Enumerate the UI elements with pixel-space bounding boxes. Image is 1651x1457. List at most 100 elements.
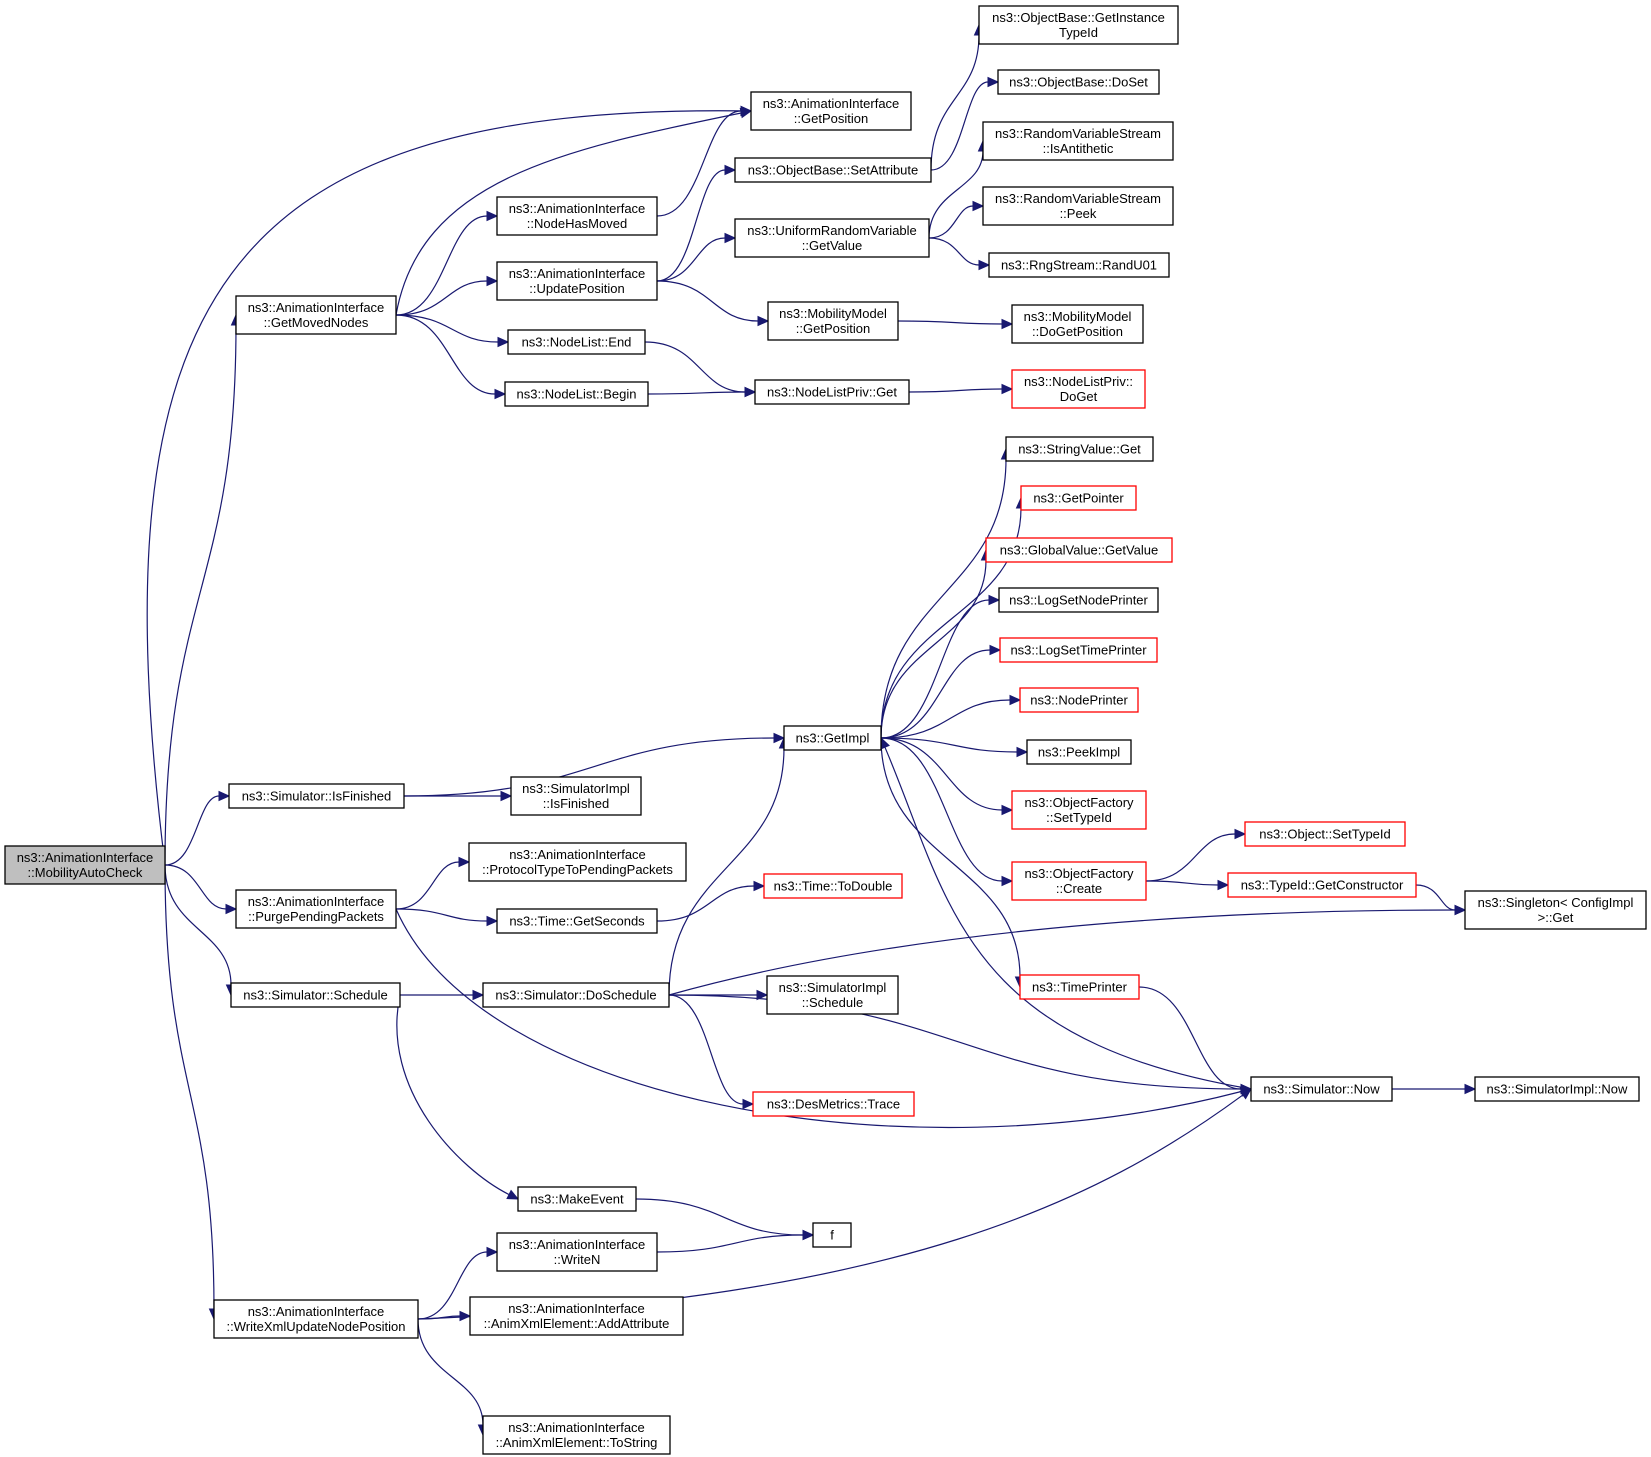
node-box[interactable]: [783, 725, 882, 751]
node-box[interactable]: [1026, 739, 1132, 765]
node-box[interactable]: [1019, 974, 1140, 1000]
node-doSet[interactable]: ns3::ObjectBase::DoSet: [997, 69, 1160, 95]
node-logSetNodePrinter[interactable]: ns3::LogSetNodePrinter: [998, 587, 1159, 613]
node-desMetricsTrace[interactable]: ns3::DesMetrics::Trace: [752, 1091, 915, 1117]
node-box[interactable]: [763, 873, 903, 899]
node-nodeHasMoved[interactable]: ns3::AnimationInterface::NodeHasMoved: [496, 196, 658, 236]
node-box[interactable]: [982, 121, 1174, 161]
node-factorySetTypeId[interactable]: ns3::ObjectFactory::SetTypeId: [1011, 790, 1147, 830]
node-writeN[interactable]: ns3::AnimationInterface::WriteN: [496, 1232, 658, 1272]
node-isFinished[interactable]: ns3::Simulator::IsFinished: [228, 783, 405, 809]
node-timePrinter[interactable]: ns3::TimePrinter: [1019, 974, 1140, 1000]
node-getImpl[interactable]: ns3::GetImpl: [783, 725, 882, 751]
node-implIsFinished[interactable]: ns3::SimulatorImpl::IsFinished: [510, 776, 642, 816]
node-implSchedule[interactable]: ns3::SimulatorImpl::Schedule: [766, 975, 899, 1015]
node-box[interactable]: [507, 329, 646, 355]
node-implNow[interactable]: ns3::SimulatorImpl::Now: [1474, 1076, 1640, 1102]
node-box[interactable]: [230, 982, 401, 1008]
node-box[interactable]: [988, 252, 1170, 278]
node-box[interactable]: [1227, 872, 1417, 898]
node-box[interactable]: [985, 537, 1173, 563]
node-box[interactable]: [504, 381, 649, 407]
node-box[interactable]: [1019, 687, 1139, 713]
node-box[interactable]: [510, 776, 642, 816]
node-peekImpl[interactable]: ns3::PeekImpl: [1026, 739, 1132, 765]
node-doGetPosition[interactable]: ns3::MobilityModel::DoGetPosition: [1011, 304, 1144, 344]
node-factoryCreate[interactable]: ns3::ObjectFactory::Create: [1011, 861, 1147, 901]
node-objectSetTypeId[interactable]: ns3::Object::SetTypeId: [1244, 821, 1406, 847]
node-box[interactable]: [750, 91, 912, 131]
node-box[interactable]: [1011, 790, 1147, 830]
node-box[interactable]: [1244, 821, 1406, 847]
node-objSetAttribute[interactable]: ns3::ObjectBase::SetAttribute: [734, 157, 932, 183]
node-box[interactable]: [482, 1415, 671, 1455]
node-box[interactable]: [1250, 1076, 1393, 1102]
node-isAntithetic[interactable]: ns3::RandomVariableStream::IsAntithetic: [982, 121, 1174, 161]
node-simDoSchedule[interactable]: ns3::Simulator::DoSchedule: [482, 982, 670, 1008]
node-box[interactable]: [235, 295, 397, 335]
node-root[interactable]: ns3::AnimationInterface::MobilityAutoChe…: [4, 845, 166, 885]
node-box[interactable]: [496, 261, 658, 301]
node-box[interactable]: [4, 845, 166, 885]
node-box[interactable]: [213, 1299, 419, 1339]
node-getConstructor[interactable]: ns3::TypeId::GetConstructor: [1227, 872, 1417, 898]
node-updatePosition[interactable]: ns3::AnimationInterface::UpdatePosition: [496, 261, 658, 301]
node-globalGetValue[interactable]: ns3::GlobalValue::GetValue: [985, 537, 1173, 563]
node-box[interactable]: [998, 587, 1159, 613]
node-box[interactable]: [496, 908, 658, 934]
node-box[interactable]: [752, 1091, 915, 1117]
node-box[interactable]: [734, 157, 932, 183]
node-nodeListEnd[interactable]: ns3::NodeList::End: [507, 329, 646, 355]
node-timeGetSeconds[interactable]: ns3::Time::GetSeconds: [496, 908, 658, 934]
node-randU01[interactable]: ns3::RngStream::RandU01: [988, 252, 1170, 278]
node-box[interactable]: [469, 1296, 684, 1336]
node-f[interactable]: f: [812, 1222, 852, 1248]
node-nodePrinter[interactable]: ns3::NodePrinter: [1019, 687, 1139, 713]
node-aiGetPosition[interactable]: ns3::AnimationInterface::GetPosition: [750, 91, 912, 131]
node-box[interactable]: [1011, 304, 1144, 344]
node-box[interactable]: [482, 982, 670, 1008]
node-nodeListPrivGet[interactable]: ns3::NodeListPriv::Get: [754, 379, 910, 405]
node-timeToDouble[interactable]: ns3::Time::ToDouble: [763, 873, 903, 899]
node-getPointer[interactable]: ns3::GetPointer: [1020, 485, 1137, 511]
node-getMovedNodes[interactable]: ns3::AnimationInterface::GetMovedNodes: [235, 295, 397, 335]
node-box[interactable]: [468, 842, 687, 882]
node-box[interactable]: [766, 975, 899, 1015]
node-box[interactable]: [812, 1222, 852, 1248]
node-box[interactable]: [999, 637, 1158, 663]
node-protocolTypeToPending[interactable]: ns3::AnimationInterface::ProtocolTypeToP…: [468, 842, 687, 882]
node-nodeListPrivDoGet[interactable]: ns3::NodeListPriv::DoGet: [1011, 369, 1146, 409]
node-box[interactable]: [978, 5, 1179, 45]
node-nodeListBegin[interactable]: ns3::NodeList::Begin: [504, 381, 649, 407]
node-box[interactable]: [767, 301, 899, 341]
node-peek[interactable]: ns3::RandomVariableStream::Peek: [982, 186, 1174, 226]
node-box[interactable]: [228, 783, 405, 809]
node-simNow[interactable]: ns3::Simulator::Now: [1250, 1076, 1393, 1102]
node-uniformGetValue[interactable]: ns3::UniformRandomVariable::GetValue: [734, 218, 930, 258]
node-singletonGet[interactable]: ns3::Singleton< ConfigImpl >::Get: [1464, 890, 1647, 930]
node-makeEvent[interactable]: ns3::MakeEvent: [517, 1186, 637, 1212]
node-box[interactable]: [1011, 861, 1147, 901]
node-addAttribute[interactable]: ns3::AnimationInterface::AnimXmlElement:…: [469, 1296, 684, 1336]
node-writeXmlUpdateNodePosition[interactable]: ns3::AnimationInterface::WriteXmlUpdateN…: [213, 1299, 419, 1339]
node-simSchedule[interactable]: ns3::Simulator::Schedule: [230, 982, 401, 1008]
node-box[interactable]: [754, 379, 910, 405]
node-box[interactable]: [1011, 369, 1146, 409]
node-toString[interactable]: ns3::AnimationInterface::AnimXmlElement:…: [482, 1415, 671, 1455]
node-box[interactable]: [1020, 485, 1137, 511]
node-stringValueGet[interactable]: ns3::StringValue::Get: [1005, 436, 1154, 462]
node-mobilityGetPosition[interactable]: ns3::MobilityModel::GetPosition: [767, 301, 899, 341]
node-box[interactable]: [1005, 436, 1154, 462]
node-box[interactable]: [1474, 1076, 1640, 1102]
node-box[interactable]: [997, 69, 1160, 95]
node-box[interactable]: [496, 1232, 658, 1272]
node-purgePendingPackets[interactable]: ns3::AnimationInterface::PurgePendingPac…: [235, 889, 397, 929]
node-box[interactable]: [1464, 890, 1647, 930]
node-box[interactable]: [517, 1186, 637, 1212]
node-box[interactable]: [982, 186, 1174, 226]
node-box[interactable]: [734, 218, 930, 258]
node-logSetTimePrinter[interactable]: ns3::LogSetTimePrinter: [999, 637, 1158, 663]
node-box[interactable]: [496, 196, 658, 236]
node-box[interactable]: [235, 889, 397, 929]
